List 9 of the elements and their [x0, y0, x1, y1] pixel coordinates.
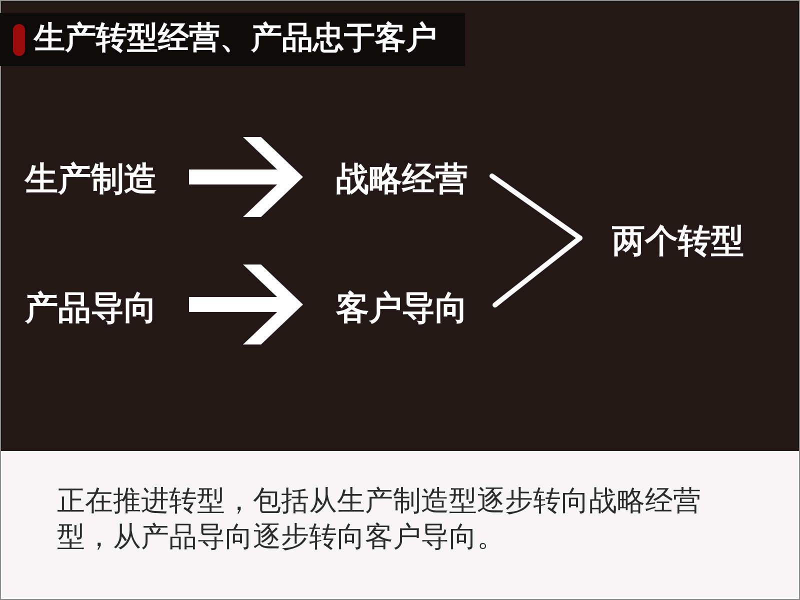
concept-label: 生产制造 — [25, 162, 157, 195]
caption-text: 正在推进转型，包括从生产制造型逐步转向战略经营型，从产品导向逐步转向客户导向。 — [57, 483, 702, 555]
connector-line — [492, 236, 582, 308]
concept-label: 客户导向 — [336, 291, 468, 324]
concept-label: 两个转型 — [612, 224, 744, 257]
title: 生产转型经营、产品忠于客户 — [34, 23, 437, 54]
connector-line — [490, 174, 582, 240]
concept-label: 战略经营 — [336, 162, 468, 195]
concept-label: 产品导向 — [25, 291, 157, 324]
